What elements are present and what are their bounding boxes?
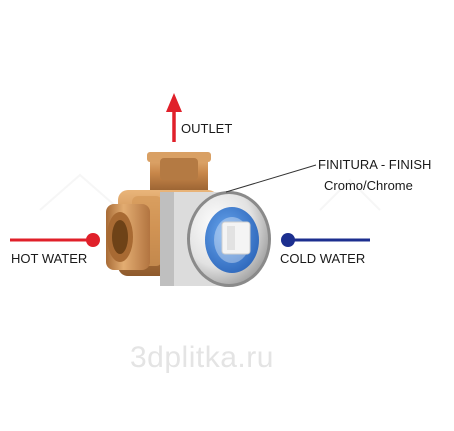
cold-water-indicator — [281, 233, 370, 247]
outlet-arrow — [166, 93, 182, 142]
finish-title: FINITURA - FINISH — [318, 157, 432, 172]
valve-body — [106, 152, 271, 287]
site-watermark: 3dplitka.ru — [130, 341, 274, 374]
hot-water-label: HOT WATER — [11, 251, 88, 266]
finish-subtitle: Cromo/Chrome — [324, 178, 413, 193]
outlet-label: OUTLET — [181, 121, 233, 136]
cold-water-label: COLD WATER — [280, 251, 366, 266]
finish-leader-line — [225, 164, 317, 193]
background-watermark-shapes — [39, 173, 381, 211]
hot-water-indicator — [10, 233, 100, 247]
